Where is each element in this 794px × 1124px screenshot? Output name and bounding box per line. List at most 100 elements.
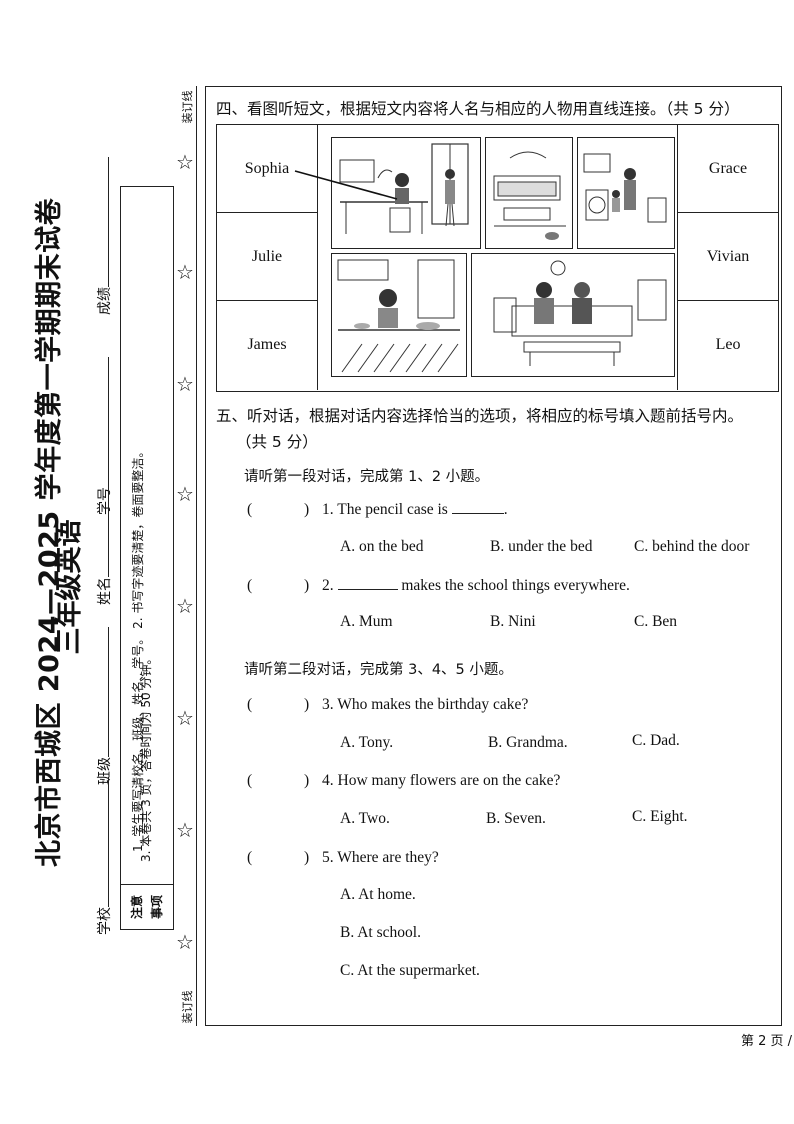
notice-box: 注意 事项 1. 学生要写清校名、班级、姓名、学号。 2. 书写字迹要清楚，卷面… bbox=[120, 186, 174, 930]
living-room-illustration bbox=[493, 151, 566, 240]
name-blank[interactable] bbox=[108, 447, 109, 577]
option-b[interactable]: B. Nini bbox=[490, 613, 536, 630]
name-cell-left: Julie bbox=[217, 213, 317, 301]
star-icon: ☆ bbox=[176, 372, 194, 396]
right-name[interactable]: Leo bbox=[715, 336, 741, 353]
option-c[interactable]: C. Eight. bbox=[632, 808, 688, 825]
option-b[interactable]: B. under the bed bbox=[490, 538, 593, 555]
school-blank[interactable] bbox=[108, 777, 109, 907]
option-a[interactable]: A. Tony. bbox=[340, 734, 394, 751]
left-name-column: Sophia Julie James bbox=[217, 125, 318, 390]
star-icon: ☆ bbox=[176, 482, 194, 506]
star-icon: ☆ bbox=[176, 150, 194, 174]
question-2: 2. makes the school things everywhere. bbox=[322, 577, 630, 595]
question-text: Who makes the birthday cake? bbox=[337, 696, 529, 713]
notice-line-2: 3. 本卷共 3 页，答卷时间为 50 分钟。 bbox=[139, 652, 153, 862]
name-field: 姓名 bbox=[95, 435, 115, 605]
binding-line bbox=[196, 86, 197, 1026]
question-blank[interactable] bbox=[337, 588, 398, 590]
class-blank[interactable] bbox=[108, 627, 109, 757]
girl-studying-illustration bbox=[339, 143, 469, 234]
notice-label-2: 事项 bbox=[150, 895, 164, 920]
option-c[interactable]: C. Dad. bbox=[632, 732, 680, 749]
question-5: 5. Where are they? bbox=[322, 849, 439, 867]
question-text: How many flowers are on the cake? bbox=[337, 772, 561, 789]
answer-paren-open[interactable]: ( bbox=[247, 849, 253, 866]
star-icon: ☆ bbox=[176, 706, 194, 730]
answer-paren-close[interactable]: ) bbox=[304, 772, 310, 789]
right-name[interactable]: Vivian bbox=[706, 247, 750, 265]
question-number: 3. bbox=[322, 696, 334, 713]
left-name[interactable]: Sophia bbox=[244, 159, 290, 177]
class-field: 班级 bbox=[95, 615, 115, 785]
answer-paren-open[interactable]: ( bbox=[247, 772, 253, 789]
answer-paren-open[interactable]: ( bbox=[247, 577, 253, 594]
right-name[interactable]: Grace bbox=[708, 159, 748, 177]
bathroom-illustration bbox=[583, 153, 667, 223]
star-icon: ☆ bbox=[176, 818, 194, 842]
left-name[interactable]: James bbox=[247, 336, 287, 353]
left-name[interactable]: Julie bbox=[251, 247, 283, 265]
star-icon: ☆ bbox=[176, 930, 194, 954]
question-blank[interactable] bbox=[451, 512, 504, 514]
answer-paren-close[interactable]: ) bbox=[304, 577, 310, 594]
option-b[interactable]: B. Seven. bbox=[486, 810, 546, 827]
score-blank[interactable] bbox=[108, 157, 109, 287]
star-icon: ☆ bbox=[176, 594, 194, 618]
answer-frame bbox=[205, 86, 782, 1026]
school-label: 学校 bbox=[97, 907, 113, 935]
question-text-after: . bbox=[503, 501, 508, 518]
picture-girl-studying[interactable] bbox=[331, 137, 481, 249]
option-c[interactable]: C. behind the door bbox=[634, 538, 750, 555]
name-label: 姓名 bbox=[97, 577, 113, 605]
question-number: 1. bbox=[322, 501, 334, 518]
kitchen-illustration bbox=[337, 259, 460, 373]
section5-points: （共 5 分） bbox=[236, 433, 318, 451]
question-3: 3. Who makes the birthday cake? bbox=[322, 696, 528, 714]
right-name-column: Grace Vivian Leo bbox=[677, 125, 778, 390]
matching-grid: Sophia Julie James Grace Vivian Leo bbox=[216, 124, 779, 392]
part1-instruction: 请听第一段对话，完成第 1、2 小题。 bbox=[244, 469, 490, 485]
binding-label-bottom: 装订线 bbox=[181, 990, 194, 1024]
option-a[interactable]: A. on the bed bbox=[340, 538, 424, 555]
school-field: 学校 bbox=[95, 765, 115, 935]
option-b[interactable]: B. Grandma. bbox=[488, 734, 568, 751]
star-icon: ☆ bbox=[176, 260, 194, 284]
notice-label-1: 注意 bbox=[130, 895, 144, 920]
section5-title: 五、听对话，根据对话内容选择恰当的选项，将相应的标号填入题前括号内。 bbox=[216, 407, 744, 425]
answer-paren-close[interactable]: ) bbox=[304, 696, 310, 713]
page-number: 第 2 页 / bbox=[740, 1034, 792, 1049]
option-c[interactable]: C. Ben bbox=[634, 613, 678, 630]
name-cell-left: James bbox=[217, 301, 317, 389]
question-number: 5. bbox=[322, 849, 334, 866]
question-text: The pencil case is bbox=[337, 501, 448, 518]
option-a[interactable]: A. Two. bbox=[340, 810, 390, 827]
question-4: 4. How many flowers are on the cake? bbox=[322, 772, 560, 790]
picture-grandparents-sofa[interactable] bbox=[471, 253, 675, 377]
option-b[interactable]: B. At school. bbox=[340, 924, 421, 941]
answer-paren-open[interactable]: ( bbox=[247, 696, 253, 713]
picture-boy-kitchen[interactable] bbox=[331, 253, 467, 377]
section4-title: 四、看图听短文，根据短文内容将人名与相应的人物用直线连接。（共 5 分） bbox=[216, 100, 740, 118]
option-a[interactable]: A. At home. bbox=[340, 886, 416, 903]
score-field: 成绩 bbox=[95, 145, 115, 315]
picture-mother-child-bathroom[interactable] bbox=[577, 137, 675, 249]
question-text-after: makes the school things everywhere. bbox=[401, 577, 630, 594]
subject-title: 三年级英语 bbox=[54, 519, 85, 655]
notice-label: 注意 事项 bbox=[121, 884, 173, 929]
grandparents-illustration bbox=[493, 260, 667, 366]
score-label: 成绩 bbox=[97, 287, 113, 315]
connect-line-sophia bbox=[294, 170, 398, 200]
answer-paren-open[interactable]: ( bbox=[247, 501, 253, 518]
name-cell-right: Grace bbox=[678, 125, 778, 213]
binding-label-top: 装订线 bbox=[181, 90, 194, 124]
name-cell-left: Sophia bbox=[217, 125, 317, 213]
option-c[interactable]: C. At the supermarket. bbox=[340, 962, 480, 979]
question-number: 4. bbox=[322, 772, 334, 789]
option-a[interactable]: A. Mum bbox=[340, 613, 393, 630]
question-1: 1. The pencil case is . bbox=[322, 501, 508, 519]
question-number: 2. bbox=[322, 577, 334, 594]
answer-paren-close[interactable]: ) bbox=[304, 849, 310, 866]
answer-paren-close[interactable]: ) bbox=[304, 501, 310, 518]
picture-living-room-cat[interactable] bbox=[485, 137, 573, 249]
